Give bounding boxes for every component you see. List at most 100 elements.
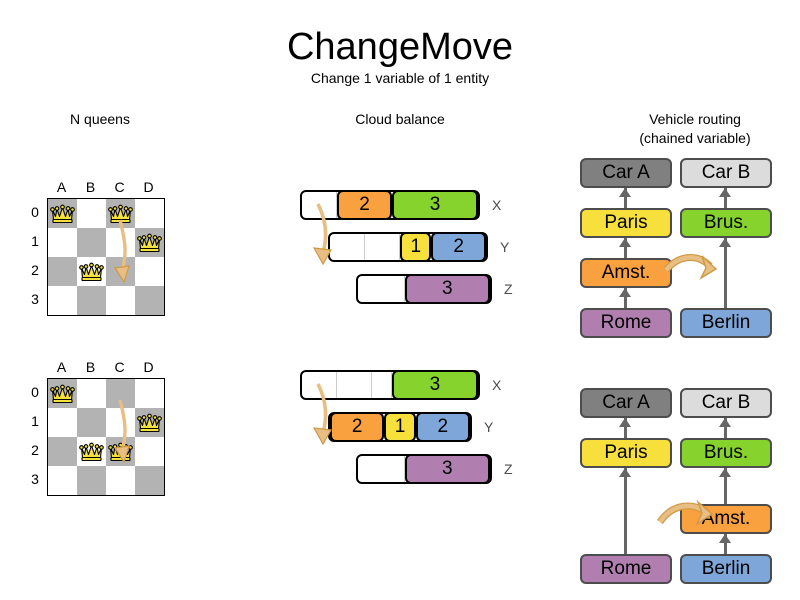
board-cell-D0[interactable] [135, 379, 164, 408]
route-node-berlin[interactable]: Berlin [680, 308, 772, 338]
route-node-cara[interactable]: Car A [580, 158, 672, 188]
board-cell-C1[interactable] [106, 408, 135, 437]
route-node-rome[interactable]: Rome [580, 554, 672, 584]
cloud-process-2[interactable]: 2 [431, 232, 486, 262]
queen-icon [50, 204, 75, 224]
board-col-label: C [114, 179, 125, 195]
board-cell-B2[interactable] [77, 257, 106, 286]
route-link [624, 418, 627, 438]
chessboard-grid[interactable] [47, 378, 165, 496]
queen-icon [137, 233, 162, 253]
board-cell-A1[interactable] [48, 408, 77, 437]
cloud-computer-row-Z[interactable]: 3 [356, 274, 492, 304]
cloud-process-1[interactable]: 1 [384, 412, 416, 442]
board-cell-B3[interactable] [77, 466, 106, 495]
route-arrow-head-icon [719, 418, 731, 427]
board-cell-A3[interactable] [48, 286, 77, 315]
route-node-berlin[interactable]: Berlin [680, 554, 772, 584]
route-node-cara[interactable]: Car A [580, 388, 672, 418]
route-arrow-head-icon [619, 188, 631, 197]
cloud-free-space [358, 276, 405, 302]
route-node-carb[interactable]: Car B [680, 158, 772, 188]
board-cell-D3[interactable] [135, 466, 164, 495]
board-cell-C3[interactable] [106, 466, 135, 495]
board-row-label: 1 [31, 413, 39, 429]
board-col-label: A [56, 179, 67, 195]
board-row-label: 2 [31, 442, 39, 458]
route-link [624, 468, 627, 554]
cloud-free-space [337, 372, 373, 398]
board-col-label: B [85, 359, 96, 375]
cloud-free-space [365, 234, 401, 260]
board-cell-D2[interactable] [135, 437, 164, 466]
cloud-free-space [358, 456, 405, 482]
route-node-amst[interactable]: Amst. [580, 258, 672, 288]
board-cell-D1[interactable] [135, 408, 164, 437]
route-link [624, 188, 627, 208]
route-link [724, 418, 727, 438]
board-cell-B2[interactable] [77, 437, 106, 466]
cloud-computer-label-Z: Z [504, 281, 513, 297]
board-cell-B0[interactable] [77, 199, 106, 228]
board-cell-B1[interactable] [77, 228, 106, 257]
cloud-process-3[interactable]: 3 [391, 190, 478, 220]
move-arrow-cloud-before [312, 203, 332, 266]
board-cell-D2[interactable] [135, 257, 164, 286]
cloud-computer-label-Z: Z [504, 461, 513, 477]
board-cell-A2[interactable] [48, 257, 77, 286]
move-arrow-vehicle-after [657, 499, 714, 526]
cloud-process-2[interactable]: 2 [330, 412, 385, 442]
board-cell-A3[interactable] [48, 466, 77, 495]
route-node-brus[interactable]: Brus. [680, 208, 772, 238]
cloud-computer-row-Z[interactable]: 3 [356, 454, 492, 484]
cloud-free-space [302, 372, 338, 398]
board-cell-D3[interactable] [135, 286, 164, 315]
cloud-process-1[interactable]: 1 [400, 232, 432, 262]
route-arrow-head-icon [619, 238, 631, 247]
board-cell-C3[interactable] [106, 286, 135, 315]
queen-icon [79, 262, 104, 282]
board-col-label: C [114, 359, 125, 375]
board-cell-C1[interactable] [106, 228, 135, 257]
cloud-process-3[interactable]: 3 [404, 454, 490, 484]
cloud-computer-label-Y: Y [484, 419, 494, 435]
cloud-process-3[interactable]: 3 [404, 274, 490, 304]
board-cell-A2[interactable] [48, 437, 77, 466]
board-cell-B1[interactable] [77, 408, 106, 437]
board-cell-A0[interactable] [48, 199, 77, 228]
board-cell-A1[interactable] [48, 228, 77, 257]
board-cell-A0[interactable] [48, 379, 77, 408]
board-cell-B3[interactable] [77, 286, 106, 315]
cloud-free-space [330, 234, 366, 260]
board-cell-D1[interactable] [135, 228, 164, 257]
cloud-computer-row-X[interactable]: 3 [300, 370, 480, 400]
route-link [724, 468, 727, 504]
section-heading-vehicle-line1: Vehicle routing [649, 111, 741, 127]
route-node-paris[interactable]: Paris [580, 438, 672, 468]
move-arrow-cloud-after [312, 383, 332, 446]
route-node-carb[interactable]: Car B [680, 388, 772, 418]
route-node-brus[interactable]: Brus. [680, 438, 772, 468]
section-heading-cloud: Cloud balance [355, 111, 445, 127]
cloud-free-space [372, 372, 392, 398]
board-row-label: 3 [31, 291, 39, 307]
cloud-process-2[interactable]: 2 [415, 412, 470, 442]
board-cell-D0[interactable] [135, 199, 164, 228]
move-arrow-vehicle-before [663, 254, 718, 280]
board-column-labels: A B C D [47, 358, 163, 376]
route-link [624, 288, 627, 308]
route-link [624, 238, 627, 258]
cloud-process-2[interactable]: 2 [337, 190, 392, 220]
cloud-computer-label-X: X [492, 377, 502, 393]
route-node-rome[interactable]: Rome [580, 308, 672, 338]
board-cell-B0[interactable] [77, 379, 106, 408]
route-arrow-head-icon [619, 288, 631, 297]
chessboard-grid[interactable] [47, 198, 165, 316]
cloud-process-3[interactable]: 3 [391, 370, 478, 400]
route-arrow-head-icon [719, 468, 731, 477]
board-row-labels: 0 1 2 3 [25, 378, 45, 494]
route-node-paris[interactable]: Paris [580, 208, 672, 238]
